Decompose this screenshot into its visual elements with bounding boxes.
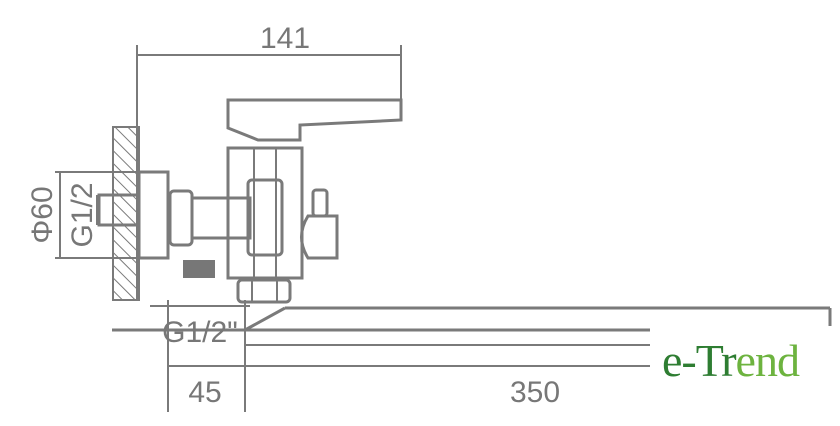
dimension-141: 141 (136, 22, 402, 300)
dim-phi60-label: Φ60 (26, 186, 59, 243)
wall-hatch (112, 126, 140, 301)
dim-141-label: 141 (260, 22, 310, 55)
spout (112, 306, 832, 332)
dimension-flange: Φ60 G1/2 (26, 171, 168, 259)
dim-45-label: 45 (188, 376, 221, 409)
logo-text-2: end (735, 335, 800, 386)
dimension-bottom: G1/2" 45 350 (150, 300, 650, 412)
dim-g12-outlet-label: G1/2" (162, 316, 238, 349)
logo-text-1: e-Tr (662, 335, 737, 386)
dim-g12-wall-label: G1/2 (66, 182, 99, 247)
e-trend-logo: e-Trend (662, 334, 800, 387)
dim-350-label: 350 (510, 376, 560, 409)
faucet-body (97, 98, 403, 304)
